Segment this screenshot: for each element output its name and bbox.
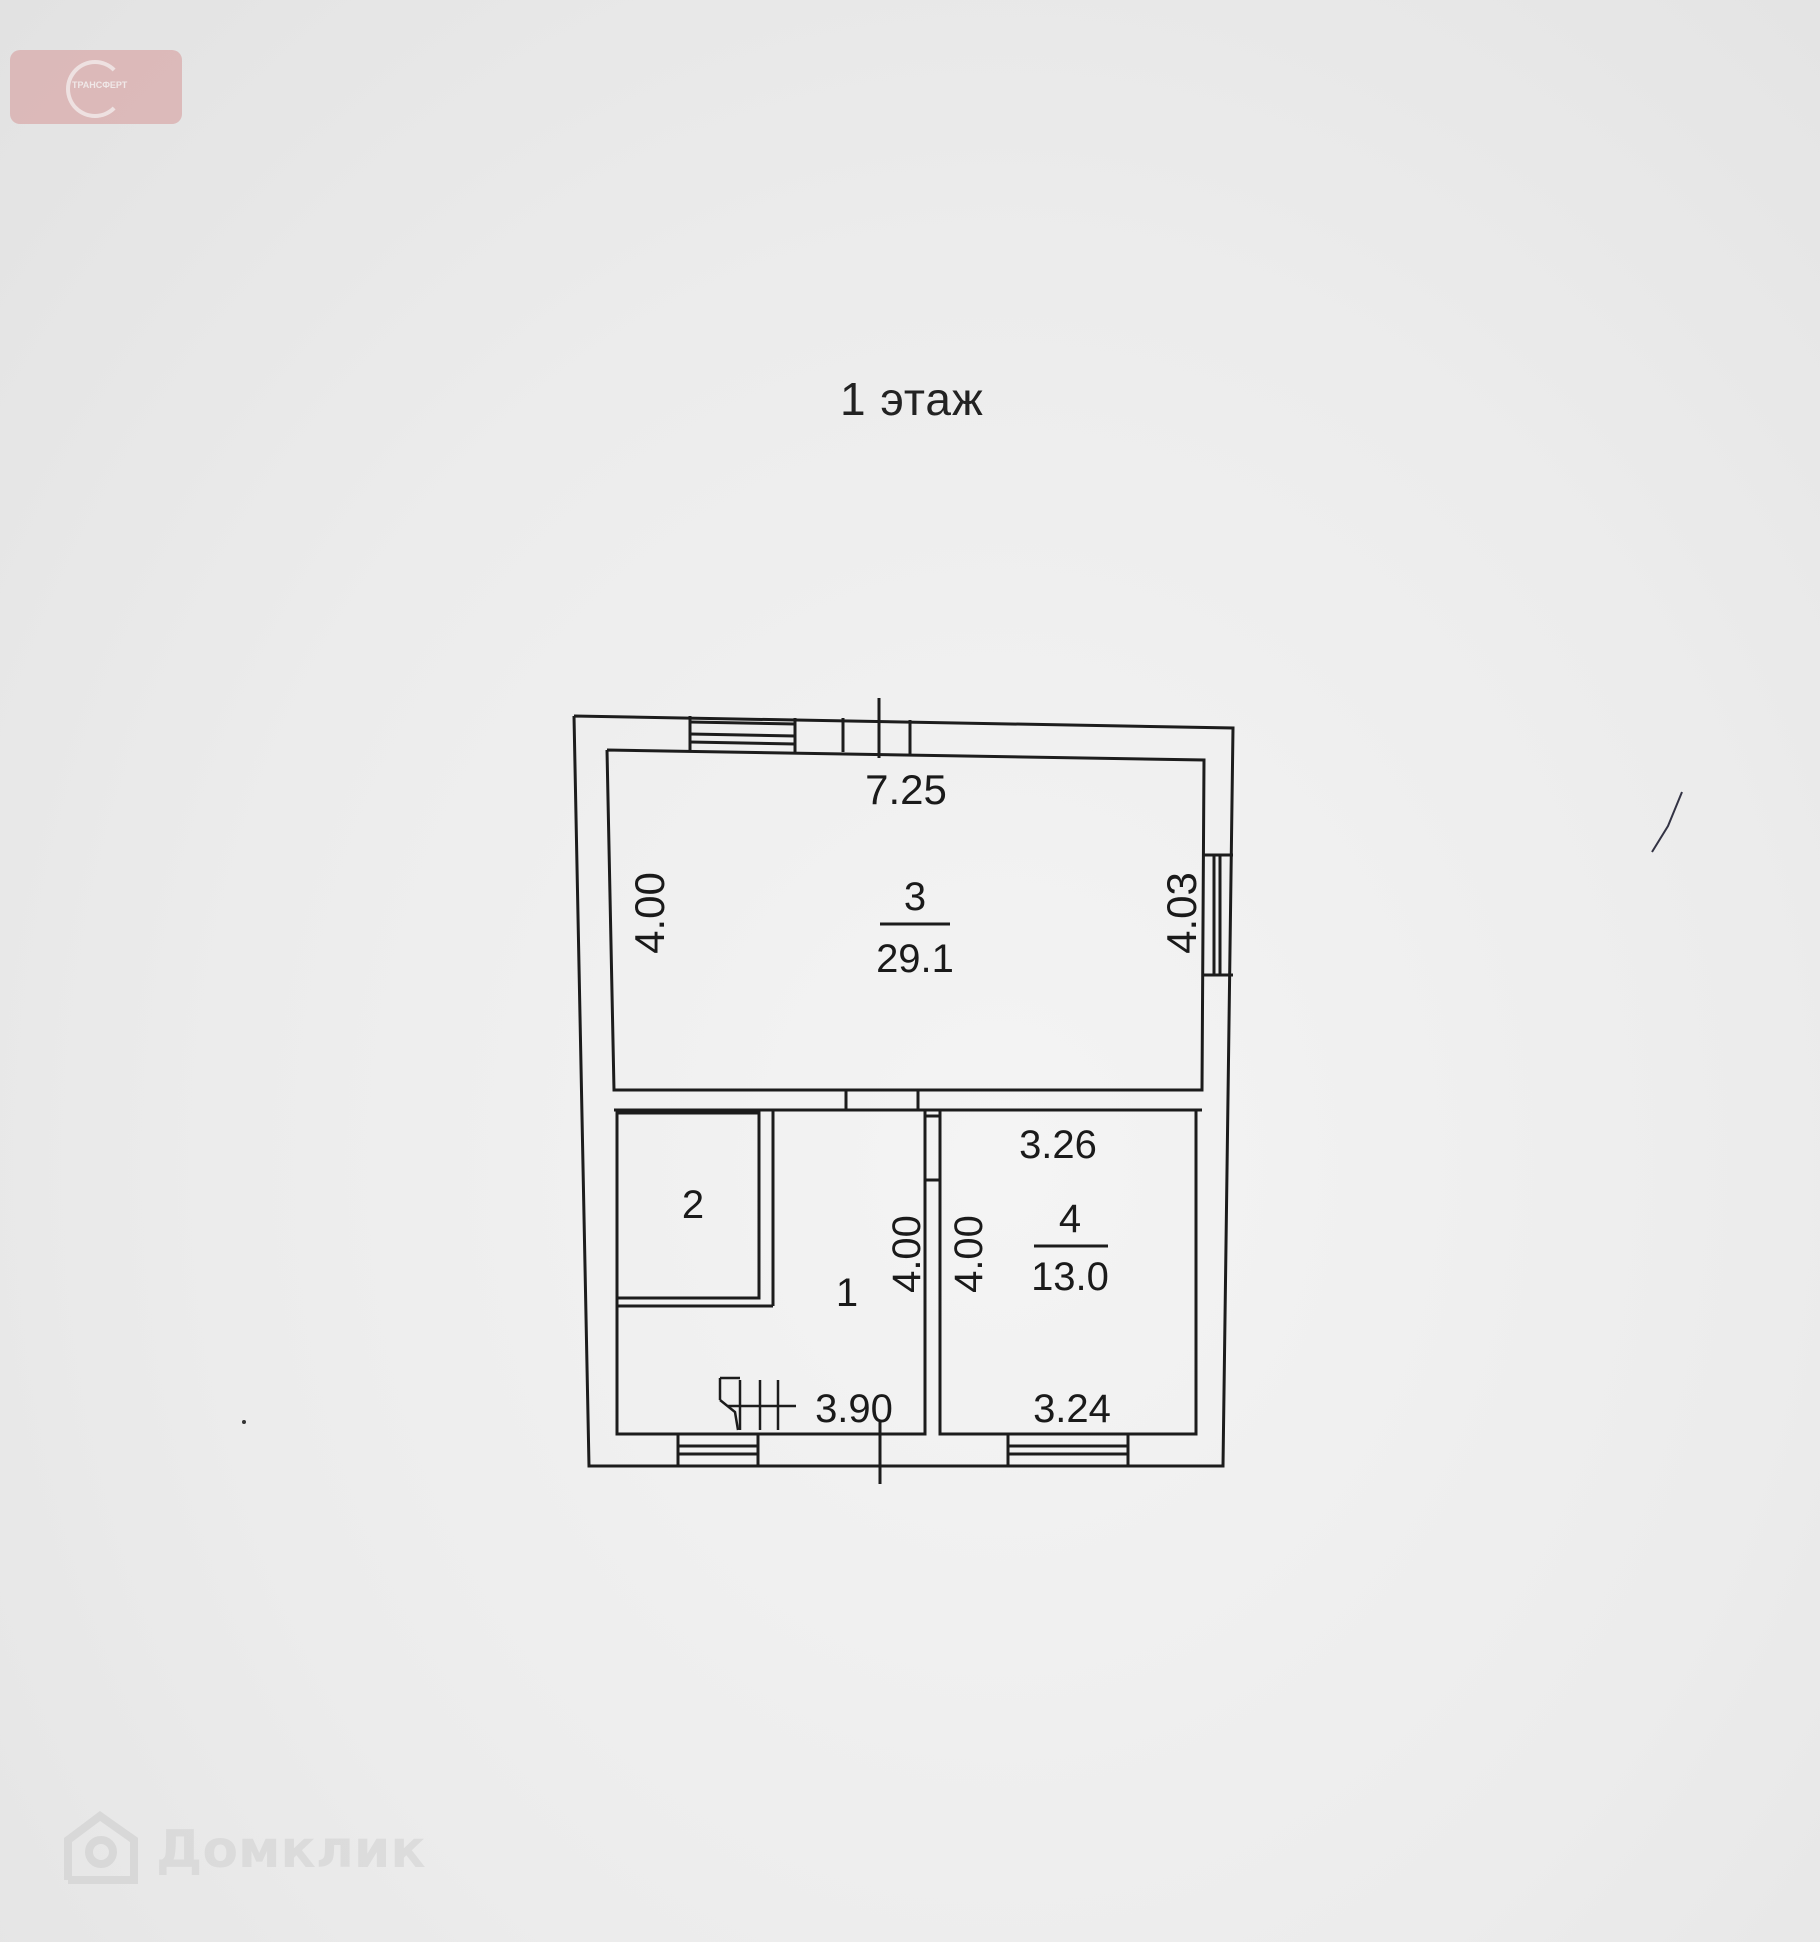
room-3-number: 3	[904, 875, 926, 919]
room-2-number: 2	[682, 1183, 704, 1227]
room-3-area: 29.1	[876, 937, 954, 981]
room-3-outline	[605, 748, 1206, 1092]
dimension-room3-top: 7.25	[865, 766, 947, 813]
room-4-area: 13.0	[1031, 1255, 1109, 1299]
room-1-outline	[615, 1108, 927, 1436]
outer-wall-outline	[572, 714, 1235, 1468]
room-1-number: 1	[836, 1271, 858, 1315]
room-4-number: 4	[1059, 1197, 1081, 1241]
dimension-room3-right: 4.03	[1158, 872, 1205, 954]
company-logo: ТРАНСФЕРТ	[10, 50, 182, 124]
dimension-room4-top: 3.26	[1019, 1123, 1097, 1167]
room-2-outline	[617, 1111, 761, 1300]
dimension-room1-bottom: 3.90	[815, 1387, 893, 1431]
dimension-room4-bottom: 3.24	[1033, 1387, 1111, 1431]
dimension-room1-right: 4.00	[885, 1215, 929, 1293]
floor-title: 1 этаж	[840, 373, 984, 425]
stairs-icon	[718, 1376, 796, 1431]
house-icon	[64, 1811, 138, 1884]
dimension-room4-left: 4.00	[947, 1215, 991, 1293]
dimension-room3-left: 4.00	[626, 872, 673, 954]
window-top-left	[689, 740, 796, 746]
watermark-text: Домклик	[156, 1820, 426, 1880]
logo-text: ТРАНСФЕРТ	[72, 80, 128, 90]
window-top-left	[689, 732, 796, 738]
pen-mark	[1651, 791, 1683, 853]
dot-mark	[242, 1420, 246, 1424]
room-4-outline	[938, 1108, 1198, 1436]
transfer-logo-icon	[66, 60, 124, 118]
window-top-left	[689, 720, 796, 726]
